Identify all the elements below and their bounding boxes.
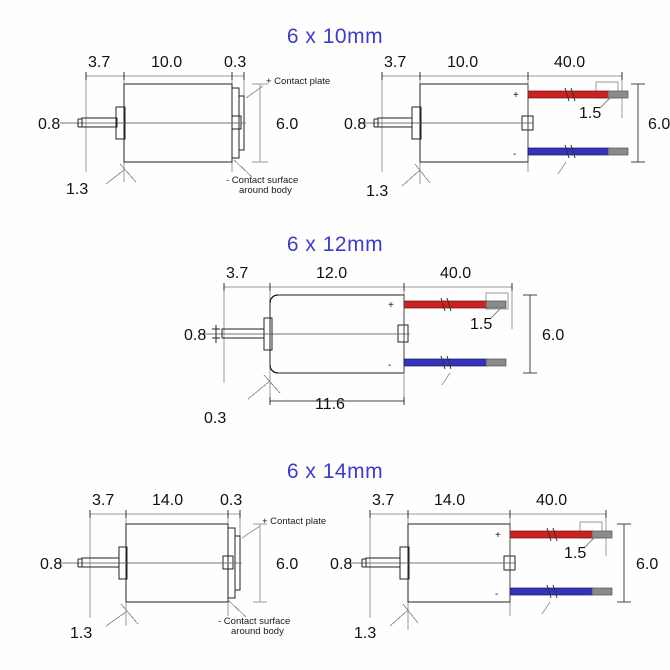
note-contact-surface-l2: around body — [239, 185, 292, 196]
dim-wire-dia: 1.5 — [564, 545, 586, 562]
dim-body-length: 14.0 — [152, 492, 183, 509]
note-contact-plate: + Contact plate — [266, 76, 330, 87]
wire-negative — [509, 584, 613, 599]
dim-wire-dia: 1.5 — [579, 105, 601, 122]
dim-body-dia: 6.0 — [276, 556, 298, 573]
dim-shaft-step: 1.3 — [70, 625, 92, 642]
dim-end-plate: 0.3 — [220, 492, 242, 509]
dim-end-plate: 0.3 — [204, 410, 226, 427]
figure-6x14-wired: 3.7 14.0 40.0 0.8 1.3 1.5 6.0 + - — [330, 490, 662, 645]
dim-wire-length: 40.0 — [440, 265, 471, 282]
dim-body-dia: 6.0 — [542, 327, 564, 344]
dim-body-inner-length: 11.6 — [315, 396, 345, 413]
section-title-6x10: 6 x 10mm — [286, 25, 384, 48]
dim-shaft-length: 3.7 — [372, 492, 394, 509]
wire-positive — [527, 84, 629, 162]
dim-wire-length: 40.0 — [536, 492, 567, 509]
dim-shaft-length: 3.7 — [88, 54, 110, 71]
dim-shaft-dia: 0.8 — [344, 116, 366, 133]
dim-body-length: 12.0 — [316, 265, 347, 282]
section-title-6x14: 6 x 14mm — [286, 460, 384, 483]
dim-shaft-dia: 0.8 — [40, 556, 62, 573]
polarity-positive: + — [513, 90, 519, 101]
dim-shaft-step: 1.3 — [366, 183, 388, 200]
section-6x14: 6 x 14mm — [0, 440, 670, 670]
dim-body-length: 14.0 — [434, 492, 465, 509]
dim-shaft-dia: 0.8 — [184, 327, 206, 344]
note-contact-surface-l2: around body — [231, 626, 284, 637]
polarity-negative: - — [495, 589, 498, 600]
dim-shaft-length: 3.7 — [384, 54, 406, 71]
section-title-6x12: 6 x 12mm — [286, 233, 384, 256]
dim-shaft-step: 1.3 — [66, 181, 88, 198]
polarity-positive: + — [388, 300, 394, 311]
polarity-negative: - — [513, 149, 516, 160]
dim-shaft-dia: 0.8 — [38, 116, 60, 133]
figure-6x10-wired: 3.7 10.0 40.0 0.8 1.3 1.5 6.0 + - — [344, 52, 670, 200]
note-contact-surface-l1: - Contact surface — [218, 616, 290, 627]
wire-negative — [403, 355, 507, 370]
dim-body-dia: 6.0 — [648, 116, 670, 133]
dim-body-length: 10.0 — [447, 54, 478, 71]
note-contact-plate: + Contact plate — [262, 516, 326, 527]
polarity-positive: + — [495, 530, 501, 541]
figure-6x14-plain: 3.7 14.0 0.3 0.8 1.3 6.0 + Contact plate… — [20, 490, 340, 645]
dim-shaft-step: 1.3 — [354, 625, 376, 642]
dim-shaft-length: 3.7 — [92, 492, 114, 509]
figure-6x10-plain: 3.7 10.0 0.3 0.8 1.3 6.0 + Contact plate… — [20, 52, 340, 198]
wire-negative — [527, 144, 629, 159]
dim-shaft-dia: 0.8 — [330, 556, 352, 573]
note-contact-surface-l1: - Contact surface — [226, 175, 298, 186]
dim-body-dia: 6.0 — [636, 556, 658, 573]
dim-end-plate: 0.3 — [224, 54, 246, 71]
polarity-negative: - — [388, 360, 391, 371]
section-6x10: 6 x 10mm — [0, 0, 670, 225]
dim-wire-length: 40.0 — [554, 54, 585, 71]
figure-6x12-wired: 3.7 12.0 40.0 0.8 0.3 11.6 1.5 6.0 + - — [182, 263, 652, 433]
dim-body-length: 10.0 — [151, 54, 182, 71]
dim-body-dia: 6.0 — [276, 116, 298, 133]
dim-wire-dia: 1.5 — [470, 316, 492, 333]
dim-shaft-length: 3.7 — [226, 265, 248, 282]
section-6x12: 6 x 12mm — [0, 225, 670, 440]
